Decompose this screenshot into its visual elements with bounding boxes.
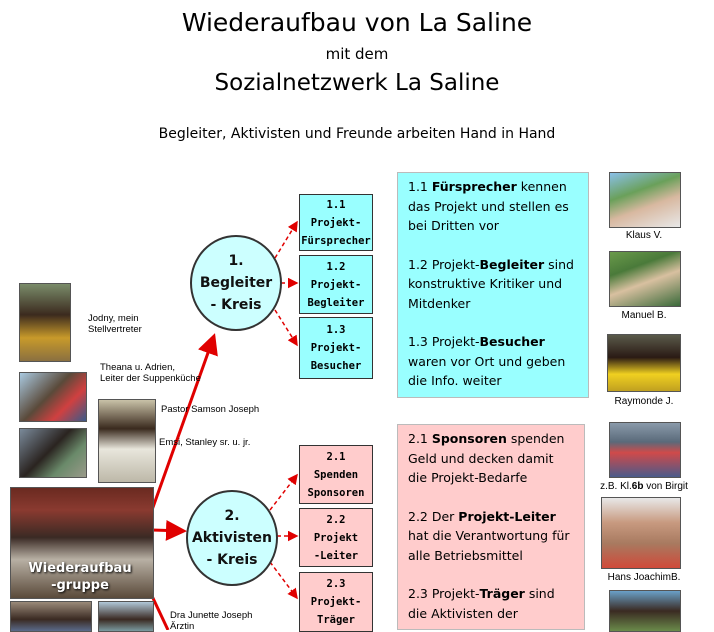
circle-aktivisten-kreis: 2. Aktivisten - Kreis — [186, 490, 278, 586]
arrow-c1-b11 — [274, 220, 298, 259]
caption-klasse-6b: z.B. Kl.6b von Birgit — [600, 481, 688, 492]
panel-begleiter-para-3: 1.3 Projekt-Besucher waren vor Ort und g… — [408, 334, 566, 388]
caption-raymonde: Raymonde J. — [614, 396, 674, 407]
caption-emsi-stanley: Emsi, Stanley sr. u. jr. — [159, 437, 251, 448]
page-subtitle: Sozialnetzwerk La Saline — [214, 70, 500, 96]
box-projekt-traeger: 2.3 Projekt- Träger — [299, 572, 373, 632]
title-connector: mit dem — [325, 45, 389, 63]
arrow-group-to-circle1 — [150, 333, 218, 511]
photo-klaus — [609, 172, 681, 228]
circle-begleiter-kreis: 1. Begleiter - Kreis — [190, 235, 282, 331]
box-projekt-besucher: 1.3 Projekt- Besucher — [299, 317, 373, 379]
photo-wiederaufbau-gruppe — [10, 487, 154, 599]
photo-bottom-left-2 — [98, 601, 154, 632]
arrow-group-down — [150, 595, 170, 630]
photo-bottom-left-1 — [10, 601, 92, 632]
caption-jodny: Jodny, mein Stellvertreter — [88, 313, 142, 335]
caption-junette: Dra Junette Joseph Ärztin — [170, 610, 253, 632]
panel-begleiter-para-2: 1.2 Projekt-Begleiter sind konstruktive … — [408, 256, 574, 311]
caption-klaus: Klaus V. — [625, 230, 663, 241]
arrow-group-to-circle2 — [151, 519, 187, 541]
tagline: Begleiter, Aktivisten und Freunde arbeit… — [158, 126, 556, 142]
caption-pastor-samson: Pastor Samson Joseph — [161, 404, 260, 415]
photo-theana-adrien — [19, 372, 87, 422]
caption-manuel: Manuel B. — [621, 310, 667, 321]
caption-theana-adrien: Theana u. Adrien, Leiter der Suppenküche — [100, 362, 201, 384]
photo-emsi-stanley — [19, 428, 87, 478]
caption-hans-joachim: Hans JoachimB. — [607, 572, 681, 583]
photo-pastor-samson — [98, 399, 156, 483]
panel-aktivisten-para-2: 2.2 Der Projekt-Leiter hat die Verantwor… — [408, 508, 570, 563]
page-title: Wiederaufbau von La Saline — [181, 8, 533, 37]
box-projekt-begleiter: 1.2 Projekt- Begleiter — [299, 255, 373, 314]
label-wiederaufbau-gruppe: Wiederaufbau -gruppe — [28, 561, 132, 593]
photo-manuel — [609, 251, 681, 307]
photo-bottom-right — [609, 590, 681, 632]
panel-aktivisten-para-1: 2.1 Sponsoren spenden Geld und decken da… — [408, 431, 565, 485]
arrow-c1-b13 — [274, 309, 298, 347]
photo-klasse-6b — [609, 422, 681, 478]
box-projekt-leiter: 2.2 Projekt -Leiter — [299, 508, 373, 567]
panel-aktivisten: 2.1 Sponsoren spenden Geld und decken da… — [397, 424, 585, 630]
arrow-c2-b21 — [269, 473, 298, 511]
photo-raymonde — [607, 334, 681, 392]
photo-jodny — [19, 283, 71, 362]
photo-hans-joachim — [601, 497, 681, 569]
arrow-c2-b23 — [269, 561, 298, 600]
box-projekt-fuersprecher: 1.1 Projekt- Fürsprecher — [299, 194, 373, 251]
box-spenden-sponsoren: 2.1 Spenden Sponsoren — [299, 445, 373, 504]
panel-begleiter: 1.1 Fürsprecher kennen das Projekt und s… — [397, 172, 589, 398]
panel-begleiter-para-1: 1.1 Fürsprecher kennen das Projekt und s… — [408, 179, 569, 233]
panel-aktivisten-para-3: 2.3 Projekt-Träger sind die Aktivisten d… — [408, 586, 555, 621]
